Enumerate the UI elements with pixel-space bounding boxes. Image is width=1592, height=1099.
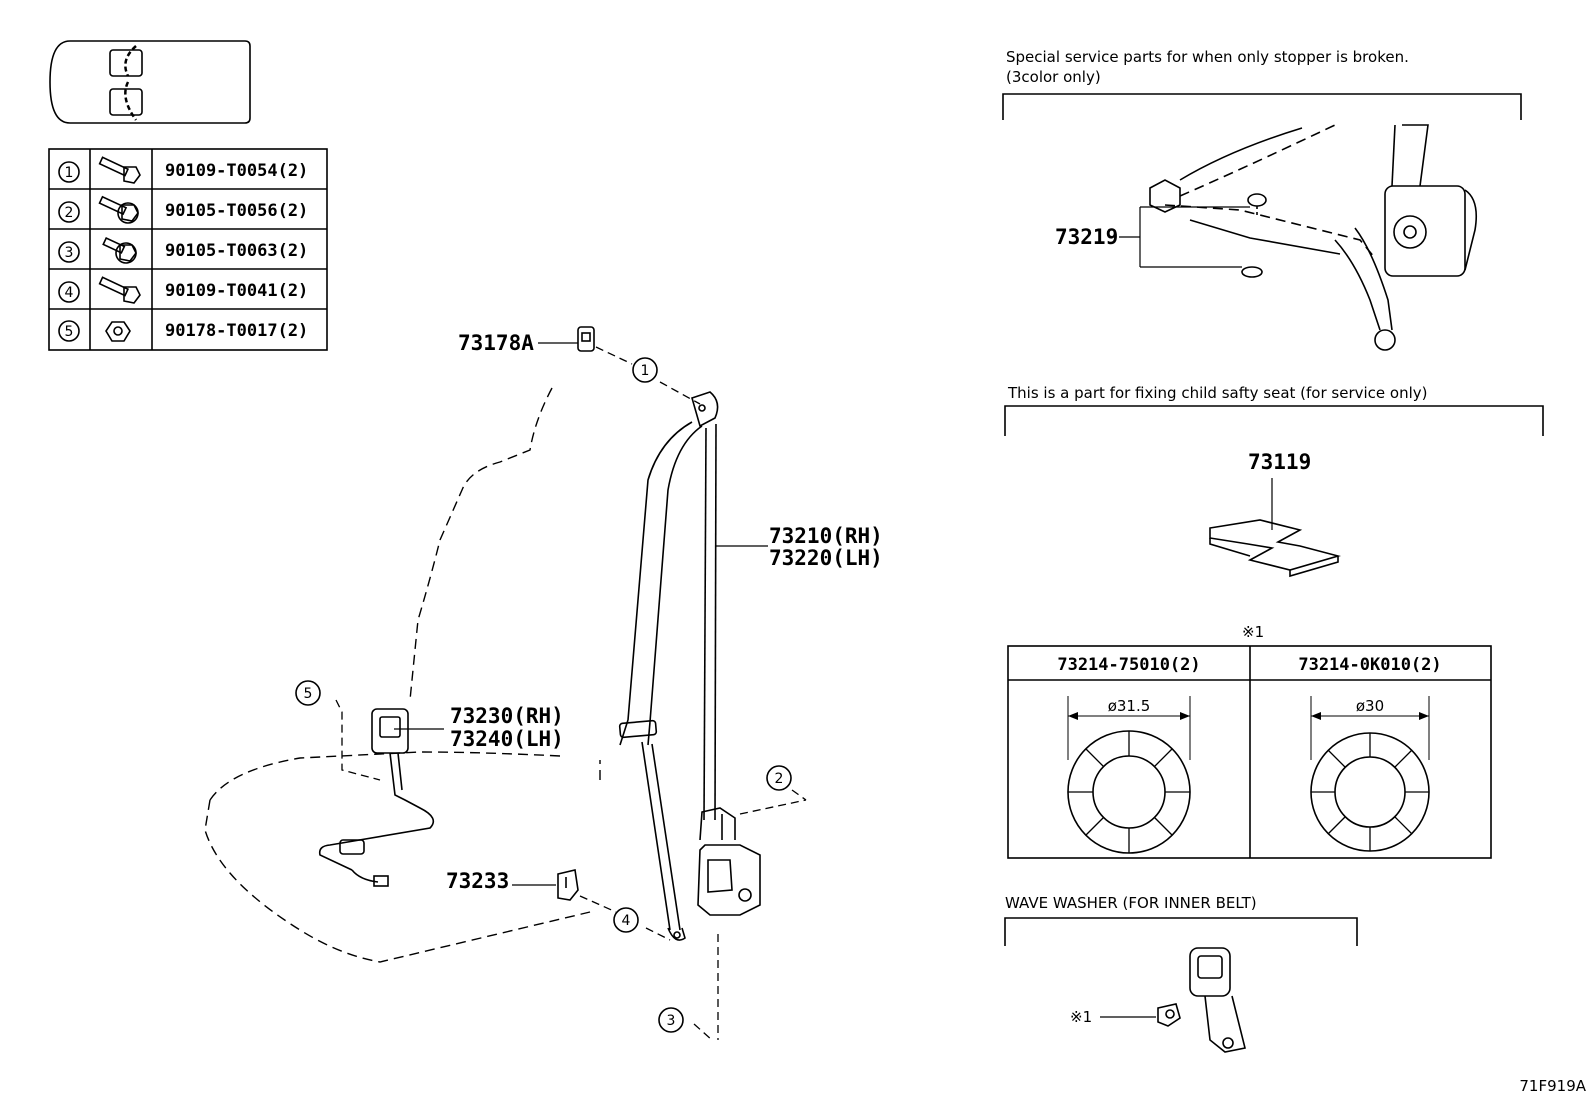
marker: 5 [295, 680, 321, 706]
retractor-icon [697, 807, 761, 916]
fastener-part-number: 90109-T0054(2) [165, 161, 308, 181]
seat-outline [204, 387, 601, 963]
child-seat-panel-bracket [1004, 405, 1544, 436]
wave-washer-mark: ※1 [1070, 1008, 1092, 1026]
svg-text:2: 2 [775, 771, 784, 787]
bolt-icon [98, 156, 141, 184]
svg-text:4: 4 [622, 913, 631, 929]
fastener-index: 3 [65, 245, 74, 261]
washer-col2-diameter: ø30 [1356, 697, 1384, 715]
callout-73119: 73119 [1248, 450, 1311, 474]
marker: 4 [613, 907, 639, 933]
fastener-row: 1 90109-T0054(2) [58, 156, 308, 184]
stopper-leader [1119, 206, 1250, 268]
flange-bolt-icon [98, 195, 139, 224]
washer-icon [1067, 696, 1191, 854]
marker: 3 [658, 1007, 684, 1033]
figure-code: 71F919A [1519, 1077, 1586, 1095]
wave-washer-note: WAVE WASHER (FOR INNER BELT) [1005, 894, 1257, 912]
fastener-index: 1 [65, 165, 74, 181]
callout-73220-lh: 73220(LH) [769, 546, 883, 570]
fastener-index: 5 [65, 324, 74, 340]
marker: 1 [632, 357, 658, 383]
fastener-index: 2 [65, 205, 74, 221]
washer-col1-header: 73214-75010(2) [1057, 655, 1200, 675]
stopper-panel-bracket [1002, 93, 1522, 120]
nut-icon [105, 321, 131, 342]
callout-73219: 73219 [1055, 225, 1118, 249]
anchor-cover-icon [557, 869, 579, 901]
child-seat-plate-icon [1209, 519, 1341, 578]
stopper-note-line1: Special service parts for when only stop… [1006, 48, 1409, 66]
washer-col2-header: 73214-0K010(2) [1298, 655, 1441, 675]
flange-bolt-icon [102, 236, 137, 264]
vehicle-locator-icon [49, 40, 251, 124]
fastener-row: 5 90178-T0017(2) [58, 320, 308, 342]
marker: 2 [766, 765, 792, 791]
callout-73210-rh: 73210(RH) [769, 524, 883, 548]
washer-icon [1310, 696, 1430, 852]
callout-73233: 73233 [446, 869, 509, 893]
leader-lines [394, 342, 768, 886]
washer-table [1007, 645, 1492, 859]
fastener-part-number: 90178-T0017(2) [165, 321, 308, 341]
fastener-part-number: 90105-T0056(2) [165, 201, 308, 221]
child-seat-note: This is a part for fixing child safty se… [1007, 384, 1427, 402]
stopper-belt-icon [1149, 124, 1478, 351]
svg-text:3: 3 [667, 1013, 676, 1029]
svg-text:1: 1 [641, 363, 650, 379]
dashed-leaders [335, 346, 807, 1041]
svg-text:5: 5 [304, 686, 313, 702]
wave-washer-buckle-icon [1157, 947, 1246, 1053]
fastener-row: 2 90105-T0056(2) [58, 195, 308, 224]
callout-73240-lh: 73240(LH) [450, 727, 564, 751]
washer-table-mark: ※1 [1242, 623, 1264, 641]
bolt-icon [98, 276, 141, 304]
fastener-table [48, 148, 328, 351]
fastener-part-number: 90105-T0063(2) [165, 241, 308, 261]
anchor-cover-icon [577, 326, 595, 352]
shoulder-belt [618, 391, 719, 941]
fastener-row: 3 90105-T0063(2) [58, 236, 308, 264]
callout-73178A: 73178A [458, 331, 534, 355]
buckle-icon [318, 708, 435, 887]
washer-col1-diameter: ø31.5 [1108, 697, 1151, 715]
fastener-index: 4 [65, 285, 74, 301]
wave-washer-panel-bracket [1004, 917, 1358, 946]
fastener-part-number: 90109-T0041(2) [165, 281, 308, 301]
stopper-note-line2: (3color only) [1006, 68, 1101, 86]
callout-73230-rh: 73230(RH) [450, 704, 564, 728]
fastener-row: 4 90109-T0041(2) [58, 276, 308, 304]
